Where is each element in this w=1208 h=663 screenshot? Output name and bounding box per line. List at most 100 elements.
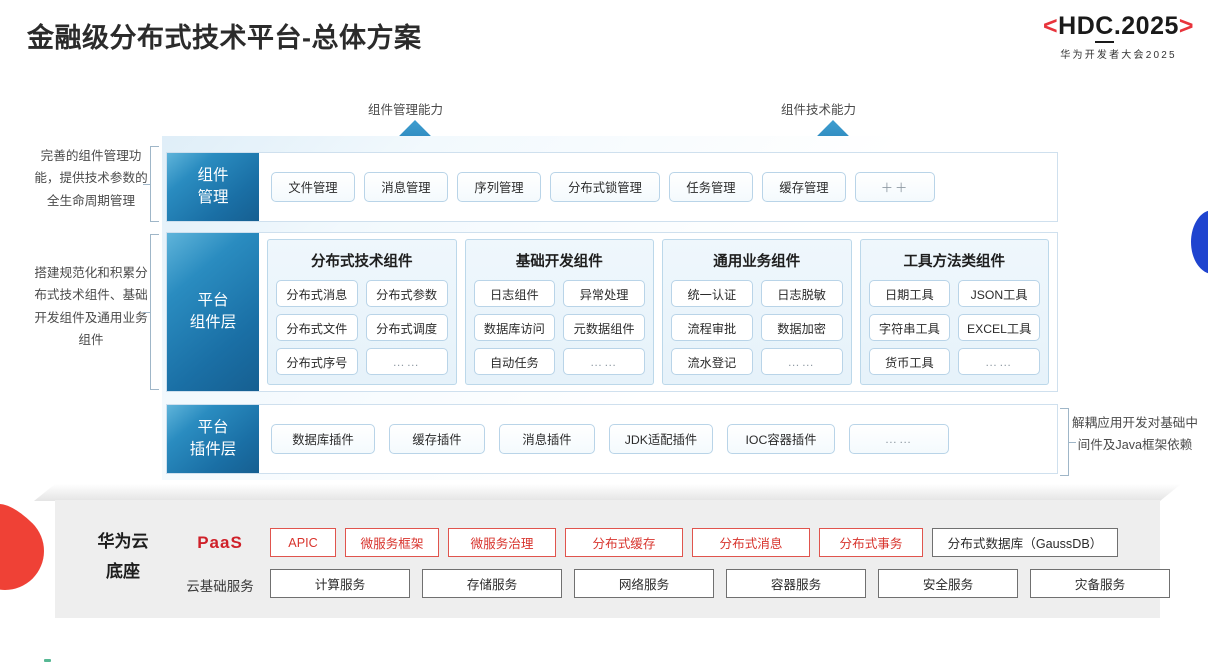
chip-group-1-item-3[interactable]: 元数据组件 [563,314,645,341]
chip-group-3-item-3[interactable]: EXCEL工具 [958,314,1040,341]
cloud-row-label: 云基础服务 [186,579,254,594]
hdc-logo-main: <HDC.2025> [1043,12,1194,43]
arrow-label-component-management: 组件管理能力 [368,103,444,117]
component-group-grid: 分布式消息分布式参数分布式文件分布式调度分布式序号 …… [276,280,448,375]
arrow-label-component-technology: 组件技术能力 [781,103,857,117]
chip-group-0-item-2[interactable]: 分布式文件 [276,314,358,341]
layer-label-line1: 组件 [197,166,229,184]
base-chip-cloud-1[interactable]: 存储服务 [422,569,562,598]
hdc-logo-subtitle: 华为开发者大会2025 [1060,50,1177,61]
red-wedge-decoration [0,495,61,607]
chip-platform-plugin-0[interactable]: 数据库插件 [271,424,375,454]
layer-platform-plugin: 平台 插件层 数据库插件缓存插件消息插件 JDK适配插件 IOC容器插件 …… [166,404,1058,474]
base-title-line2: 底座 [106,561,140,581]
base-chip-paas-6[interactable]: 分布式数据库（GaussDB） [932,528,1118,557]
chip-group-0-item-3[interactable]: 分布式调度 [365,314,448,341]
chip-platform-plugin-4[interactable]: IOC容器插件 [727,424,835,454]
chip-platform-plugin-3[interactable]: JDK适配插件 [609,424,713,454]
component-group-1: 基础开发组件日志组件异常处理数据库访问元数据组件自动任务…… [464,239,654,385]
base-chip-paas-2[interactable]: 微服务治理 [448,528,556,557]
chip-group-0-item-1[interactable]: 分布式参数 [365,280,448,307]
layer-label-component-management: 组件 管理 [167,153,259,221]
bracket-left-platform-component [143,234,159,390]
layer-body-component-management: 文件管理消息管理序列管理分布式锁管理任务管理缓存管理 ＋＋ [259,153,1057,221]
layer-label-line1: 平台 [197,291,229,309]
bracket-left-icon: < [1043,12,1059,40]
component-group-0: 分布式技术组件分布式消息分布式参数分布式文件分布式调度分布式序号 …… [267,239,457,385]
component-group-grid: 日志组件异常处理数据库访问元数据组件自动任务 …… [473,280,645,375]
base-title-line1: 华为云 [97,532,149,551]
chip-component-management-1[interactable]: 消息管理 [364,172,448,202]
chip-component-management-4[interactable]: 任务管理 [669,172,753,202]
layer-component-management: 组件 管理 文件管理消息管理序列管理分布式锁管理任务管理缓存管理 ＋＋ [166,152,1058,222]
component-group-title: 分布式技术组件 [311,254,413,270]
base-chip-paas-3[interactable]: 分布式缓存 [565,528,683,557]
component-group-title: 通用业务组件 [713,254,801,270]
layer-label-platform-component: 平台 组件层 [167,233,259,391]
chip-platform-plugin-2[interactable]: 消息插件 [499,424,595,454]
chip-group-1-item-2[interactable]: 数据库访问 [473,314,556,341]
chip-group-1-item-5[interactable]: …… [563,348,645,375]
chip-group-0-item-5[interactable]: …… [365,348,448,375]
base-chip-cloud-3[interactable]: 容器服务 [726,569,866,598]
base-chip-paas-4[interactable]: 分布式消息 [692,528,810,557]
bracket-right-icon: > [1178,12,1194,40]
bracket-left-component-management [143,146,159,222]
chip-group-3-item-0[interactable]: 日期工具 [868,280,951,307]
layer-body-platform-plugin: 数据库插件缓存插件消息插件 JDK适配插件 IOC容器插件 …… [259,405,1057,473]
component-group-2: 通用业务组件统一认证日志脱敏流程审批数据加密流水登记 …… [662,239,852,385]
base-chip-paas-5[interactable]: 分布式事务 [819,528,923,557]
layer-label-line2: 组件层 [189,314,237,331]
base-chip-paas-0[interactable]: APIC [270,528,336,557]
chip-group-2-item-3[interactable]: 数据加密 [760,314,843,341]
layer-label-line2: 插件层 [189,441,237,458]
chip-group-2-item-2[interactable]: 流程审批 [671,314,753,341]
layer-label-platform-plugin: 平台 插件层 [167,405,259,473]
chip-group-0-item-0[interactable]: 分布式消息 [276,280,358,307]
chip-component-management-2[interactable]: 序列管理 [457,172,541,202]
chip-platform-plugin-5[interactable]: …… [849,424,949,454]
chip-component-management-6[interactable]: ＋＋ [855,172,935,202]
base-title: 华为云 底座 [75,527,171,587]
chip-group-3-item-1[interactable]: JSON工具 [958,280,1040,307]
hdc-text-a: HD [1058,12,1096,40]
layer-label-line2: 管理 [197,189,229,206]
layer-platform-component: 平台 组件层 分布式技术组件分布式消息分布式参数分布式文件分布式调度分布式序号 …… [166,232,1058,392]
hdc-text-b: .2025 [1113,12,1179,40]
side-note-component-management: 完善的组件管理功能，提供技术参数的全生命周期管理 [34,149,148,208]
chip-platform-plugin-1[interactable]: 缓存插件 [389,424,485,454]
chip-component-management-3[interactable]: 分布式锁管理 [550,172,660,202]
base-chip-cloud-4[interactable]: 安全服务 [878,569,1018,598]
base-panel [55,500,1160,618]
chip-group-2-item-1[interactable]: 日志脱敏 [760,280,843,307]
chip-group-1-item-0[interactable]: 日志组件 [473,280,556,307]
component-group-3: 工具方法类组件日期工具 JSON工具字符串工具 EXCEL工具货币工具 …… [859,239,1049,385]
chip-group-2-item-4[interactable]: 流水登记 [671,348,753,375]
chip-group-0-item-4[interactable]: 分布式序号 [276,348,358,375]
chip-component-management-5[interactable]: 缓存管理 [762,172,846,202]
chip-group-1-item-1[interactable]: 异常处理 [563,280,645,307]
chip-group-1-item-4[interactable]: 自动任务 [473,348,556,375]
paas-row-label: PaaS [197,533,243,552]
layer-body-platform-component: 分布式技术组件分布式消息分布式参数分布式文件分布式调度分布式序号……基础开发组件… [259,233,1057,391]
component-group-title: 工具方法类组件 [903,254,1006,270]
chip-group-3-item-5[interactable]: …… [958,348,1040,375]
base-chip-cloud-0[interactable]: 计算服务 [270,569,410,598]
chip-group-2-item-5[interactable]: …… [760,348,843,375]
side-note-platform-component: 搭建规范化和积累分布式技术组件、基础开发组件及通用业务组件 [34,266,148,348]
chip-component-management-0[interactable]: 文件管理 [271,172,355,202]
chip-group-3-item-4[interactable]: 货币工具 [868,348,951,375]
hdc-logo: <HDC.2025> 华为开发者大会2025 [1043,12,1194,61]
chip-group-3-item-2[interactable]: 字符串工具 [868,314,951,341]
blue-arc-decoration [1191,210,1208,274]
base-chip-paas-1[interactable]: 微服务框架 [345,528,439,557]
base-panel-bevel [34,484,1181,501]
bracket-right-plugin [1060,408,1076,476]
cloud-service-row: 计算服务存储服务网络服务容器服务安全服务灾备服务 [270,569,1170,598]
base-chip-cloud-5[interactable]: 灾备服务 [1030,569,1170,598]
component-group-grid: 统一认证日志脱敏流程审批数据加密流水登记 …… [671,280,843,375]
chip-group-2-item-0[interactable]: 统一认证 [671,280,753,307]
layer-label-line1: 平台 [197,418,229,436]
base-chip-cloud-2[interactable]: 网络服务 [574,569,714,598]
